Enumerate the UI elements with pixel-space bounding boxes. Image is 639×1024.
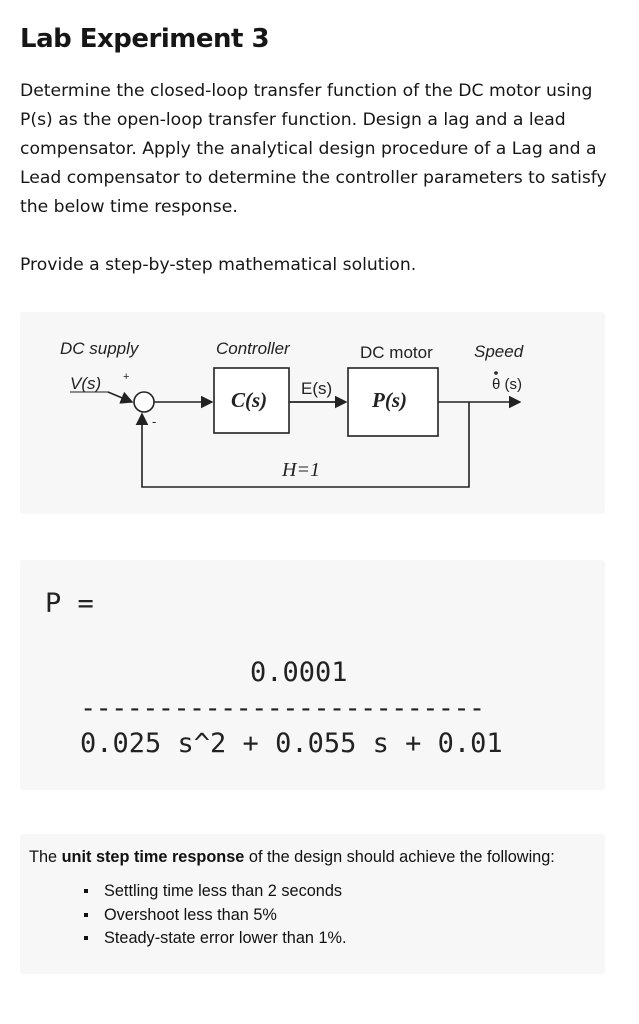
theta-label: θ (s)	[492, 376, 522, 393]
motor-block	[347, 367, 439, 437]
summing-junction	[133, 391, 155, 413]
fraction-bar: --------------------------	[80, 693, 485, 724]
instruction-text: Provide a step-by-step mathematical solu…	[20, 255, 417, 275]
numerator: 0.0001	[250, 657, 348, 688]
controller-label: Controller	[216, 339, 291, 358]
speed-label: Speed	[474, 342, 524, 361]
h-label: H=1	[281, 459, 320, 481]
problem-statement: Determine the closed-loop transfer funct…	[20, 81, 607, 217]
block-diagram: DC supply Controller DC motor Speed V(s)…	[60, 339, 524, 488]
p-lhs: P =	[45, 588, 94, 619]
requirements-list: Settling time less than 2 seconds Oversh…	[84, 880, 347, 951]
controller-block	[213, 367, 290, 434]
theta-dot	[494, 371, 498, 375]
page-title: Lab Experiment 3	[20, 24, 270, 54]
vs-label: V(s)	[70, 374, 101, 393]
ps-label: P(s)	[371, 388, 407, 412]
dc-supply-label: DC supply	[60, 339, 140, 358]
list-item: Steady-state error lower than 1%.	[84, 927, 347, 951]
list-item: Settling time less than 2 seconds	[84, 880, 347, 904]
requirements-card: The unit step time response of the desig…	[20, 834, 605, 974]
es-label: E(s)	[301, 379, 332, 398]
transfer-function-card: P = 0.0001 -------------------------- 0.…	[20, 560, 605, 790]
feedback-path	[135, 402, 470, 488]
denominator: 0.025 s^2 + 0.055 s + 0.01	[80, 728, 503, 759]
input-arrow	[107, 391, 134, 404]
dc-motor-label: DC motor	[360, 343, 433, 362]
list-item: Overshoot less than 5%	[84, 904, 347, 928]
block-diagram-card: DC supply Controller DC motor Speed V(s)…	[20, 312, 605, 514]
unit-step-emphasis: unit step time response	[61, 848, 245, 866]
requirements-intro: The unit step time response of the desig…	[29, 848, 555, 866]
minus-sign: -	[152, 414, 156, 429]
plus-sign: +	[123, 371, 129, 383]
cs-label: C(s)	[231, 388, 267, 412]
